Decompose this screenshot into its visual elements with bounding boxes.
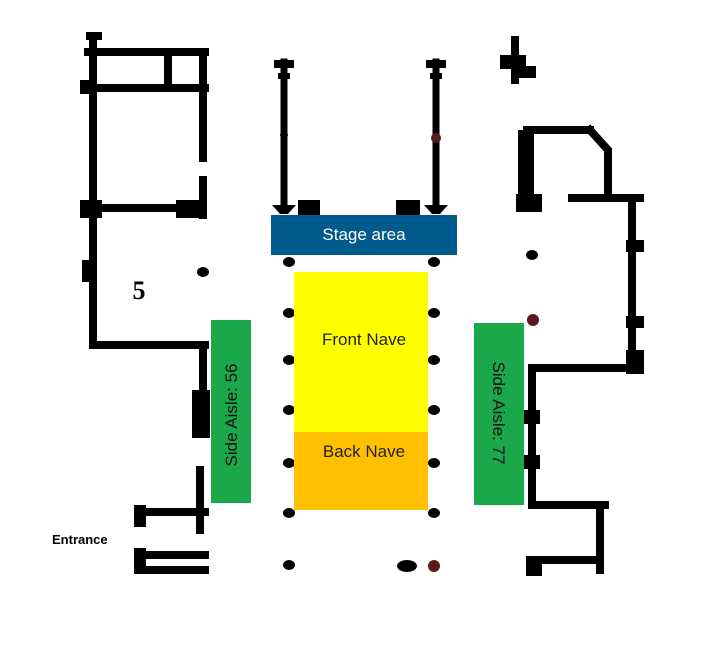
wall-blocks-right xyxy=(500,55,644,576)
column xyxy=(283,508,295,518)
column xyxy=(428,508,440,518)
column xyxy=(283,405,295,415)
column-accent xyxy=(431,133,441,143)
zone-side-aisle-right[interactable]: Side Aisle: 77 xyxy=(474,323,524,505)
column-accent xyxy=(527,314,539,326)
zone-back-nave[interactable]: Back Nave xyxy=(294,432,428,510)
zone-front-nave[interactable]: Front Nave xyxy=(294,272,428,432)
column xyxy=(428,458,440,468)
column xyxy=(283,308,295,318)
column xyxy=(526,250,538,260)
column xyxy=(397,560,417,572)
wall-blocks-center xyxy=(272,60,448,216)
entrance-label: Entrance xyxy=(52,532,108,547)
column xyxy=(283,458,295,468)
zone-side-aisle-left[interactable]: Side Aisle: 56 xyxy=(211,320,251,503)
column xyxy=(283,257,295,267)
column xyxy=(283,560,295,570)
stage-area-zone[interactable] xyxy=(271,215,457,255)
front-nave-zone[interactable] xyxy=(294,272,428,432)
side-aisle-right-zone[interactable] xyxy=(474,323,524,505)
walls-right xyxy=(511,36,644,574)
walls-center xyxy=(280,58,440,209)
front-nave-label: Front Nave xyxy=(322,330,406,349)
walls-left xyxy=(84,36,209,574)
column xyxy=(428,257,440,267)
wall-blocks-left xyxy=(80,32,210,574)
side-aisle-left-label: Side Aisle: 56 xyxy=(222,363,241,466)
column xyxy=(197,267,209,277)
zone-stage[interactable]: Stage area xyxy=(271,215,457,255)
column-accent xyxy=(428,560,440,572)
column xyxy=(280,132,288,138)
column xyxy=(283,355,295,365)
room-number-label: 5 xyxy=(133,276,146,305)
stage-area-label: Stage area xyxy=(322,225,406,244)
column xyxy=(428,355,440,365)
column-accent-dots xyxy=(428,133,539,572)
column xyxy=(428,405,440,415)
side-aisle-left-zone[interactable] xyxy=(211,320,251,503)
back-nave-label: Back Nave xyxy=(323,442,405,461)
column xyxy=(428,308,440,318)
side-aisle-right-label: Side Aisle: 77 xyxy=(489,361,508,464)
back-nave-zone[interactable] xyxy=(294,432,428,510)
column-dots xyxy=(197,132,538,572)
